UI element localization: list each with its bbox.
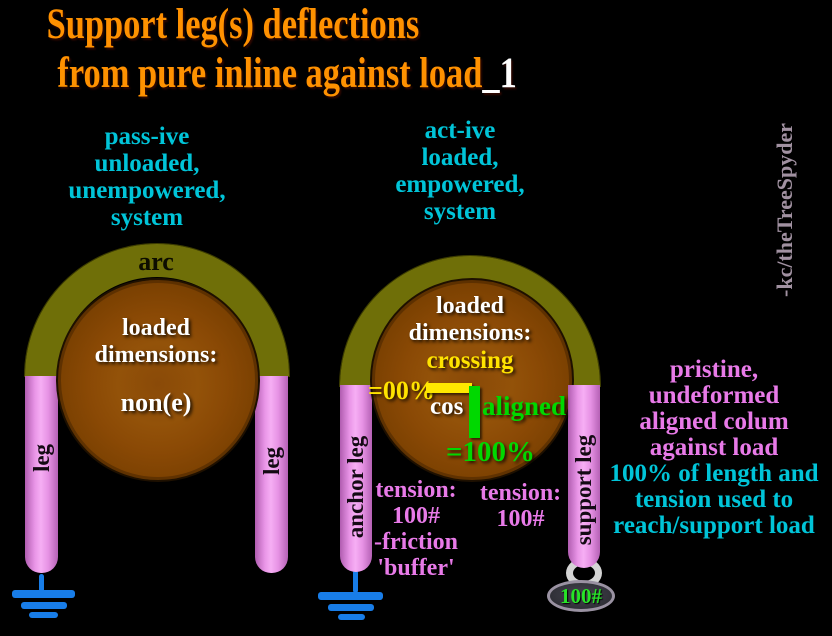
title-line-1: Support leg(s) deflections bbox=[46, 1, 420, 48]
anchor-leg-label: anchor leg bbox=[343, 435, 368, 539]
ground-bar-2 bbox=[328, 604, 374, 611]
ground-stem bbox=[39, 574, 44, 592]
ground-bar-3 bbox=[29, 612, 58, 618]
ground-bar-1 bbox=[318, 592, 383, 600]
aligned-label: aligned bbox=[482, 391, 567, 421]
active-system-caption: act-ive loaded, empowered, system bbox=[395, 117, 525, 225]
crossing-axis-bar bbox=[426, 383, 472, 393]
author-credit: -kc/theTreeSpyder bbox=[772, 123, 797, 297]
arc-label: arc bbox=[138, 247, 174, 276]
support-tension-note: tension: 100# bbox=[479, 480, 562, 532]
ground-bar-1 bbox=[12, 590, 75, 598]
passive-left-leg-label: leg bbox=[29, 443, 54, 473]
passive-circle-text-3: non(e) bbox=[120, 388, 192, 417]
cos-label: cos bbox=[430, 393, 464, 420]
aligned-percent-value: =100% bbox=[446, 436, 536, 468]
passive-right-leg bbox=[255, 376, 288, 573]
passive-right-leg-label: leg bbox=[259, 446, 284, 476]
ground-bar-3 bbox=[338, 614, 365, 620]
passive-left-leg bbox=[25, 376, 58, 573]
load-weight: 100# bbox=[547, 580, 615, 612]
passive-system-caption: pass-ive unloaded, unempowered, system bbox=[68, 123, 226, 231]
active-circle-text-2: dimensions: bbox=[408, 320, 532, 346]
passive-loaded-circle bbox=[56, 278, 260, 482]
crossing-label: crossing bbox=[426, 347, 514, 374]
title-line-2: from pure inline against load_1 bbox=[57, 50, 517, 97]
title-suffix: _1 bbox=[482, 50, 517, 97]
ground-bar-2 bbox=[21, 602, 67, 609]
page-title: Support leg(s) deflections from pure inl… bbox=[0, 0, 517, 98]
aligned-axis-bar bbox=[469, 386, 480, 438]
load-weight-label: 100# bbox=[560, 583, 602, 608]
anchor-leg bbox=[340, 385, 372, 572]
right-explanation: pristine, undeformed aligned colum again… bbox=[609, 356, 819, 539]
anchor-tension-note: tension: 100# -friction 'buffer' bbox=[374, 477, 458, 581]
active-loaded-circle bbox=[370, 278, 574, 482]
passive-circle-text-1: loaded bbox=[121, 315, 190, 341]
support-leg bbox=[568, 385, 600, 568]
ground-stem bbox=[353, 570, 358, 593]
crossing-percent-value: =00% bbox=[368, 376, 435, 405]
support-leg-label: support leg bbox=[571, 434, 596, 546]
active-circle-text-1: loaded bbox=[435, 293, 504, 319]
passive-circle-text-2: dimensions: bbox=[94, 342, 218, 368]
